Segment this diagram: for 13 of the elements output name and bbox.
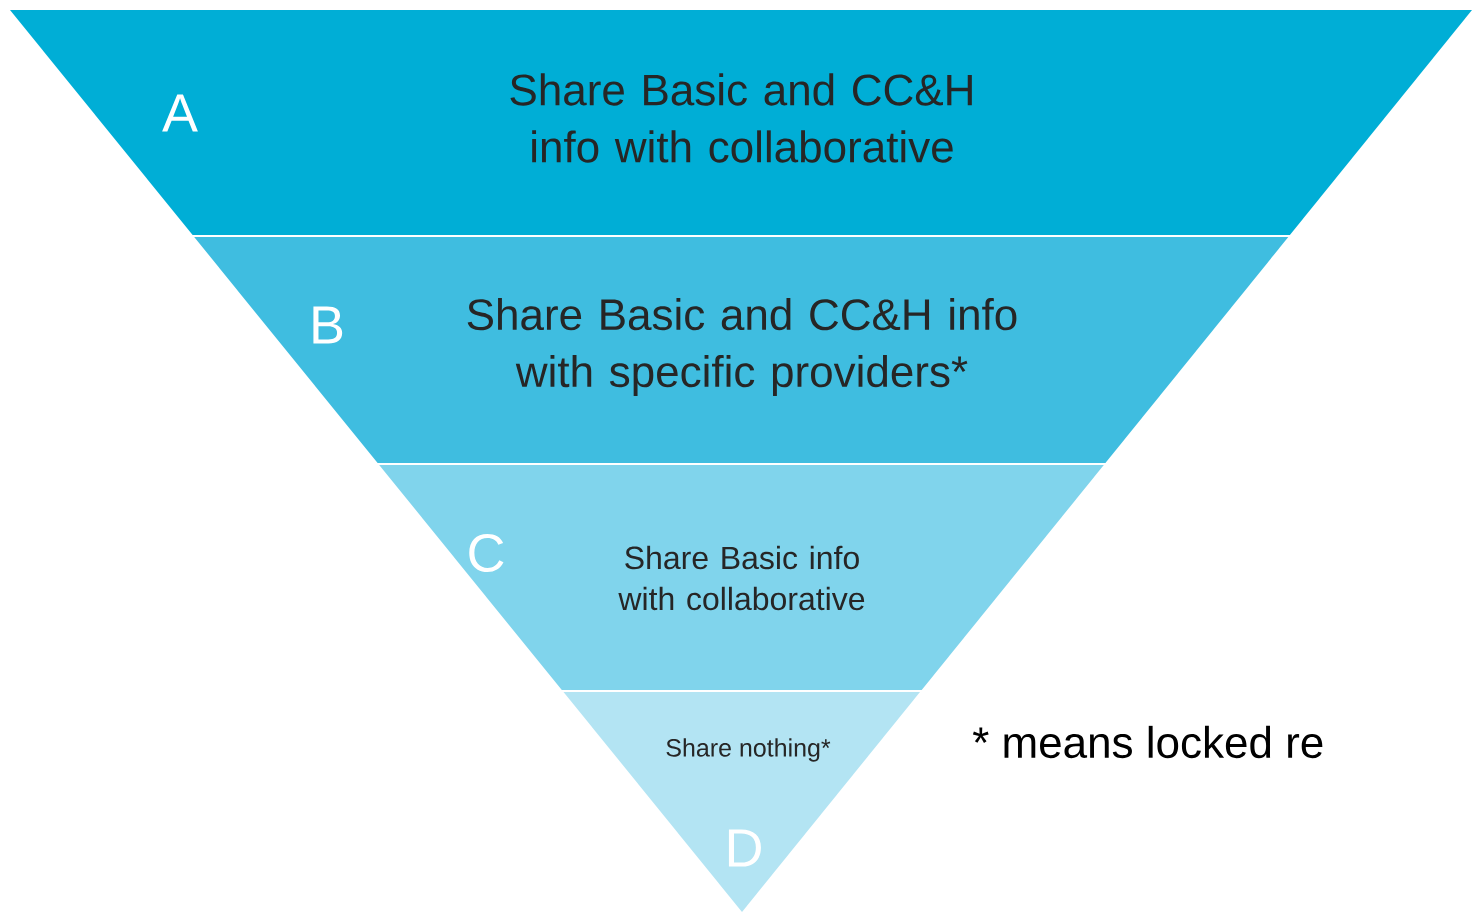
band-letter: A — [162, 94, 198, 132]
band-letter: B — [313, 306, 343, 344]
funnel-band — [10, 10, 1472, 235]
band-text: Share Basic and CC&H info with specific providers* — [467, 298, 1017, 396]
band-text: Share Basic info with collaborative — [618, 545, 865, 611]
funnel-band — [563, 692, 920, 912]
band-text: Share nothing* — [666, 738, 831, 762]
funnel-band — [194, 237, 1289, 463]
band-letter: C — [469, 533, 504, 573]
funnel-band — [379, 465, 1104, 690]
note: * means locked re — [972, 725, 1323, 759]
band-text: Share Basic and CC&H info with collaborative — [510, 73, 972, 163]
band-letter: D — [728, 829, 761, 867]
